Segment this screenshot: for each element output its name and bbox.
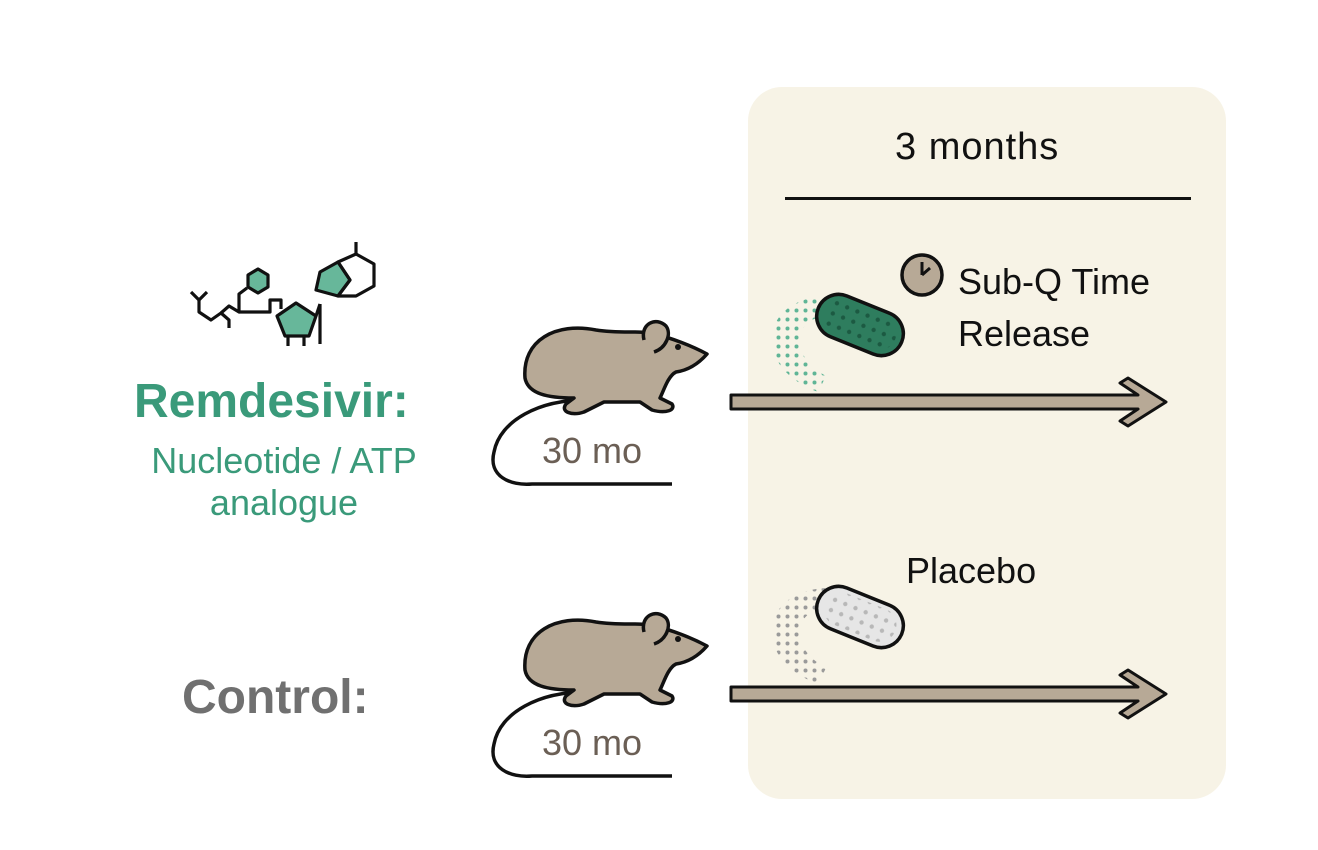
duration-label: 3 months bbox=[895, 126, 1060, 168]
pill-icon bbox=[814, 584, 906, 650]
treatment-age-label: 30 mo bbox=[542, 430, 643, 471]
delivery-label: Sub-Q Time Release bbox=[958, 261, 1151, 354]
motion-trail bbox=[771, 296, 834, 392]
remdesivir-subtitle: Nucleotide / ATP analogue bbox=[151, 440, 417, 523]
control-title: Control: bbox=[182, 671, 369, 724]
timer-icon bbox=[900, 253, 944, 297]
remdesivir-title: Remdesivir: bbox=[134, 375, 409, 428]
mouse-icon bbox=[491, 611, 709, 778]
molecule-icon bbox=[189, 242, 376, 346]
mouse-icon bbox=[491, 319, 709, 486]
control-age-label: 30 mo bbox=[542, 722, 643, 763]
pill-icon bbox=[814, 292, 906, 358]
placebo-label: Placebo bbox=[906, 550, 1037, 591]
motion-trail bbox=[771, 588, 834, 684]
duration-line bbox=[785, 197, 1191, 200]
arrow-icon bbox=[729, 376, 1168, 428]
arrow-icon bbox=[729, 668, 1168, 720]
